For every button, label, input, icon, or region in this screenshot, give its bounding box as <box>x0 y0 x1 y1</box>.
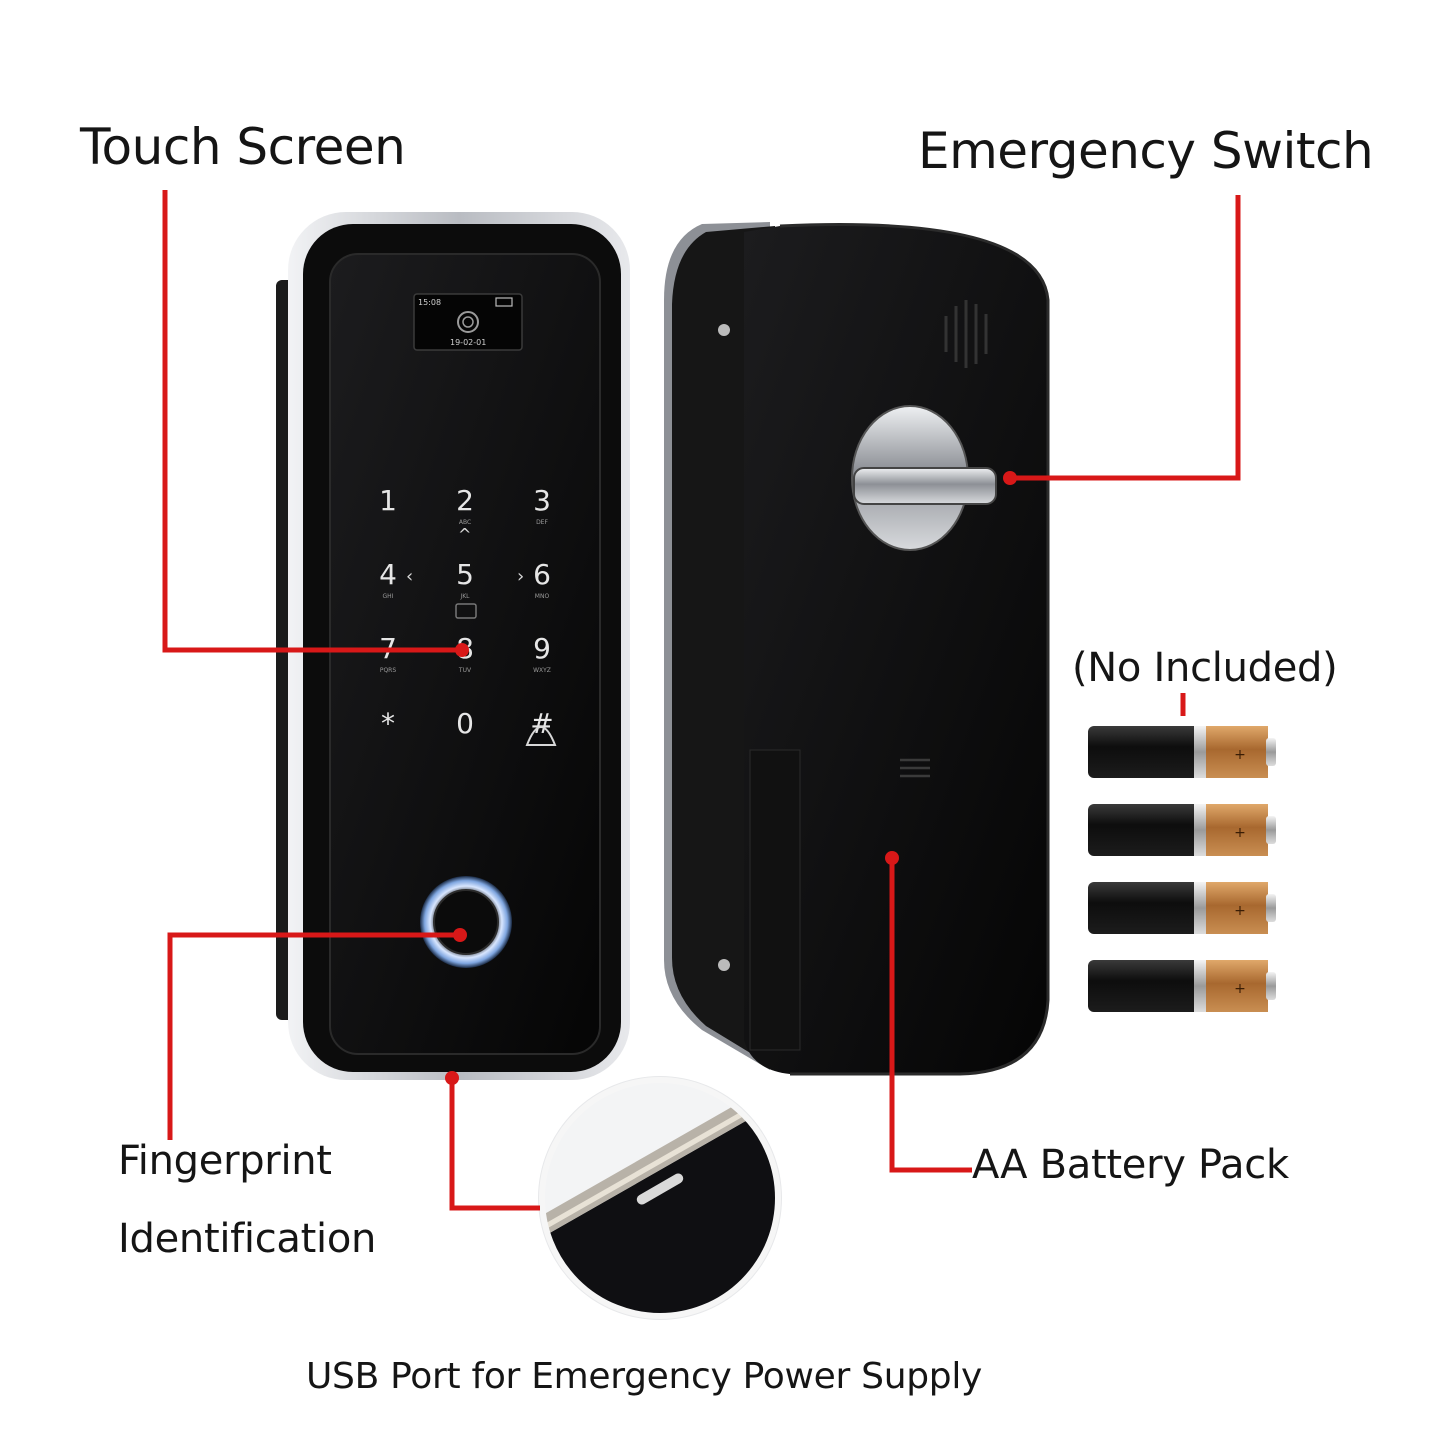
aa-battery: + <box>1088 804 1276 856</box>
fingerprint-sensor <box>420 876 512 968</box>
up-arrow-icon: ^ <box>458 525 471 544</box>
key-2[interactable]: 2 <box>456 484 474 517</box>
usb-port-closeup <box>538 1076 782 1320</box>
aa-battery: + <box>1088 960 1276 1012</box>
key-9[interactable]: 9 <box>533 632 551 665</box>
key-letters: DEF <box>536 519 548 526</box>
callout-dots <box>445 471 1017 1085</box>
no-included-label: (No Included) <box>1072 645 1338 691</box>
key-letters: ABC <box>459 519 471 526</box>
key-6[interactable]: 6 <box>533 558 551 591</box>
usb-port-icon <box>636 1173 684 1205</box>
aa-batteries: + + + + <box>1088 726 1276 1012</box>
key-0[interactable]: 0 <box>456 707 474 740</box>
key-4[interactable]: 4 <box>379 558 397 591</box>
battery-plus-sign: + <box>1234 747 1246 763</box>
battery-plus-sign: + <box>1234 981 1246 997</box>
key-star[interactable]: * <box>381 707 395 740</box>
key-1[interactable]: 1 <box>379 484 397 517</box>
key-letters: JKL <box>459 593 470 600</box>
screen-time: 15:08 <box>418 298 441 307</box>
key-letters: MNO <box>535 593 550 600</box>
aa-battery: + <box>1088 882 1276 934</box>
key-5[interactable]: 5 <box>456 558 474 591</box>
lock-slot-icon <box>455 603 477 619</box>
fingerprint-label-line1: Fingerprint <box>118 1138 332 1184</box>
key-letters: TUV <box>458 667 472 674</box>
emergency-switch-label: Emergency Switch <box>918 122 1374 180</box>
battery-plus-sign: + <box>1234 825 1246 841</box>
left-arrow-icon: ‹ <box>406 566 413 587</box>
right-arrow-icon: › <box>517 566 524 587</box>
fingerprint-label-line2: Identification <box>118 1216 377 1262</box>
key-letters: WXYZ <box>533 667 551 674</box>
emergency-switch-knob <box>851 405 997 551</box>
rear-lock-unit <box>664 222 1050 1076</box>
aa-battery-pack-label: AA Battery Pack <box>972 1142 1289 1188</box>
callout-lines <box>162 190 1241 1211</box>
bell-icon <box>525 726 557 746</box>
touch-screen-label: Touch Screen <box>80 118 406 176</box>
battery-plus-sign: + <box>1234 903 1246 919</box>
key-3[interactable]: 3 <box>533 484 551 517</box>
key-letters: PQRS <box>380 667 397 674</box>
key-letters: GHI <box>383 593 394 600</box>
usb-port-label: USB Port for Emergency Power Supply <box>306 1356 983 1397</box>
aa-battery: + <box>1088 726 1276 778</box>
screen-date: 19-02-01 <box>450 338 486 347</box>
